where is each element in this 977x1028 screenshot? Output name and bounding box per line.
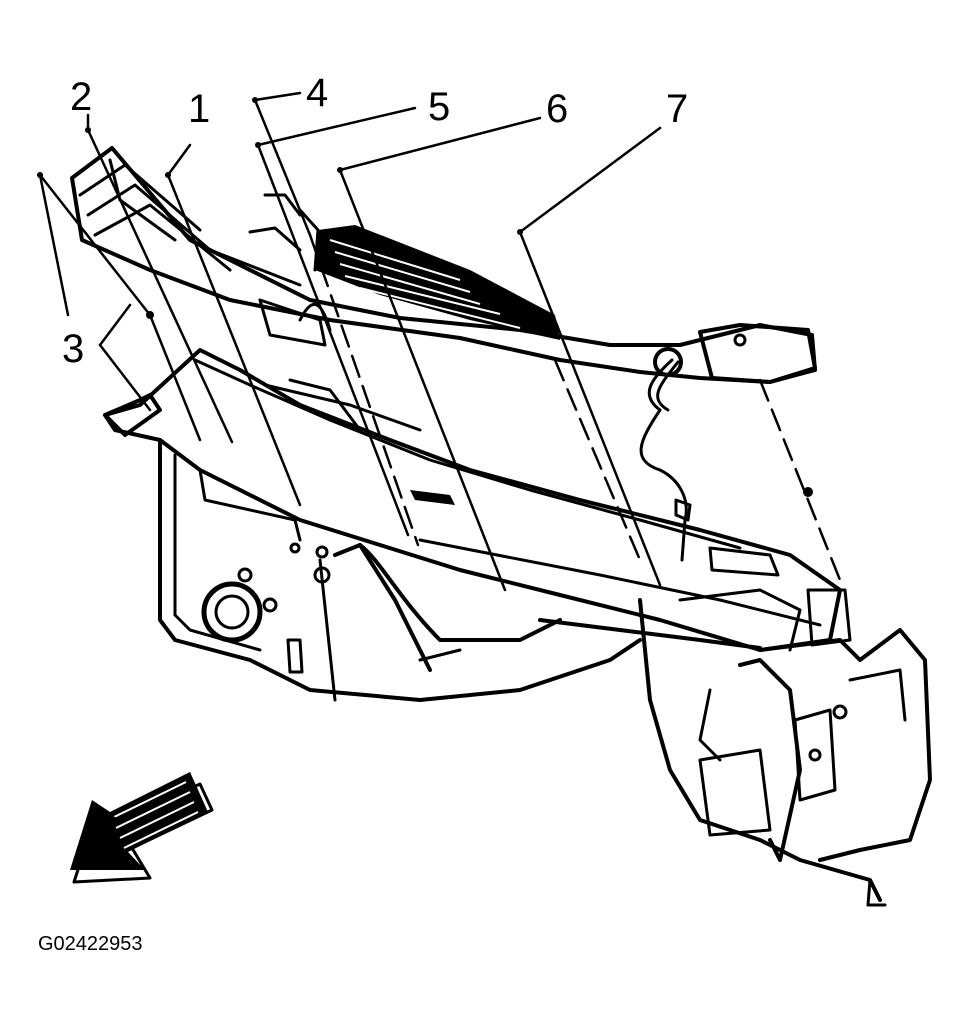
callout-2: 2 [70,75,92,119]
callout-3: 3 [62,327,84,371]
figure-id: G02422953 [38,933,143,955]
leader-lines [37,91,842,592]
callout-7: 7 [666,87,688,131]
callout-labels: 1 2 3 4 5 6 7 [62,71,688,371]
callout-6: 6 [546,87,568,131]
arrow-down-left-icon [70,772,214,884]
callout-4: 4 [306,71,328,115]
cowl-vent-panel [70,146,817,384]
right-side-structure [638,588,932,907]
fasteners [146,311,813,497]
callout-1: 1 [188,87,210,131]
callout-5: 5 [428,85,450,129]
plenum-assembly [103,348,842,702]
wiring-harness [538,358,762,650]
